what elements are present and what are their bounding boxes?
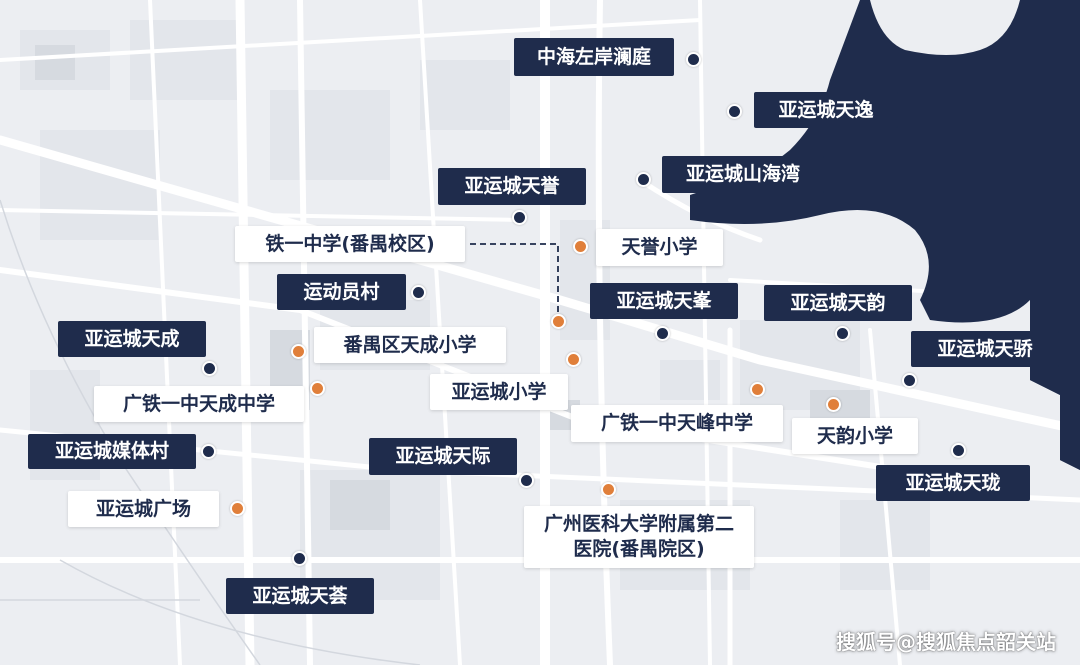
pin-gtyz-tianfeng[interactable] [750,382,765,397]
label-gtyz-tianfeng[interactable]: 广铁一中天峰中学 [571,405,783,442]
label-tiancheng[interactable]: 亚运城天成 [58,321,206,357]
label-tianyu[interactable]: 亚运城天誉 [438,168,586,205]
pin-tieyi[interactable] [551,314,566,329]
pin-plaza[interactable] [230,501,245,516]
label-tieyi[interactable]: 铁一中学(番禺校区) [235,226,465,262]
pin-yyc-primary[interactable] [566,352,581,367]
label-tianjiao[interactable]: 亚运城天骄 [911,331,1059,367]
pin-tianyun[interactable] [835,326,850,341]
label-tianyu-school[interactable]: 天誉小学 [596,229,723,266]
label-tianhui[interactable]: 亚运城天荟 [226,578,374,614]
label-zhonghai[interactable]: 中海左岸澜庭 [514,38,674,76]
label-hospital[interactable]: 广州医科大学附属第二医院(番禺院区) [524,506,754,568]
pin-tianlong[interactable] [951,443,966,458]
pin-tianyu-school[interactable] [573,239,588,254]
pin-tianyun-primary[interactable] [826,397,841,412]
label-athlete-village[interactable]: 运动员村 [277,274,406,310]
pin-tianfeng[interactable] [655,326,670,341]
pin-athlete-village[interactable] [411,285,426,300]
pin-shanhaiwan[interactable] [636,172,651,187]
pin-tianhui[interactable] [292,551,307,566]
label-tianyi[interactable]: 亚运城天逸 [754,92,898,128]
pin-hospital[interactable] [601,482,616,497]
label-tianyun-primary[interactable]: 天韵小学 [792,418,918,454]
pin-tiancheng-primary[interactable] [291,344,306,359]
pin-tiancheng[interactable] [202,361,217,376]
label-media-village[interactable]: 亚运城媒体村 [28,434,196,469]
pin-tianjiao[interactable] [902,373,917,388]
label-tianyun[interactable]: 亚运城天韵 [764,285,912,321]
watermark: 搜狐号@搜狐焦点韶关站 [836,630,1056,654]
pin-tianji[interactable] [519,473,534,488]
label-tianfeng[interactable]: 亚运城天峯 [590,283,738,319]
label-gtyz-tiancheng[interactable]: 广铁一中天成中学 [94,386,304,422]
label-shanhaiwan[interactable]: 亚运城山海湾 [662,156,824,193]
label-yyc-primary[interactable]: 亚运城小学 [430,374,568,410]
label-tiancheng-primary[interactable]: 番禺区天成小学 [314,327,506,363]
label-tianji[interactable]: 亚运城天际 [369,438,517,475]
label-tianlong[interactable]: 亚运城天珑 [876,465,1030,501]
label-plaza[interactable]: 亚运城广场 [68,491,219,527]
pin-gtyz-tiancheng[interactable] [310,381,325,396]
pin-tianyu[interactable] [512,210,527,225]
pin-tianyi[interactable] [727,104,742,119]
pin-zhonghai[interactable] [686,52,701,67]
pin-media-village[interactable] [201,444,216,459]
